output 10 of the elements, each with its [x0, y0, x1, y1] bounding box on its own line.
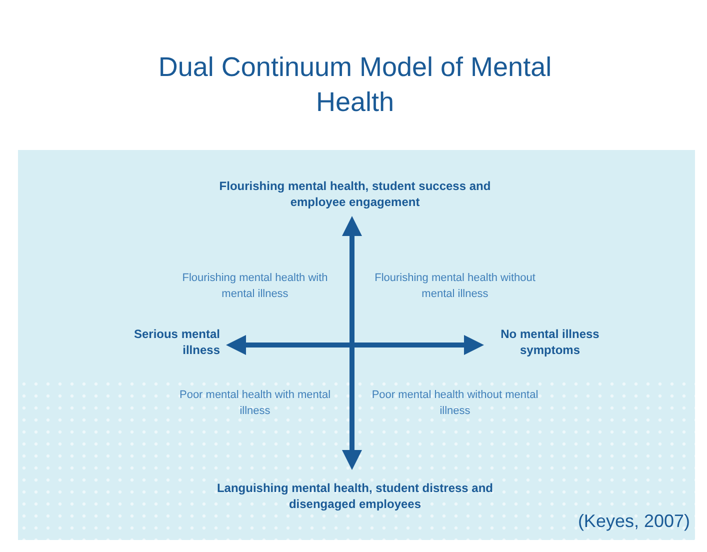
title: Dual Continuum Model of Mental Health	[157, 51, 553, 119]
citation: (Keyes, 2007)	[576, 510, 690, 532]
axis-label: No mental illness symptoms	[500, 326, 600, 358]
axis-label: Serious mental illness	[132, 326, 220, 358]
axis-label: Flourishing mental health, student success and employee engagement	[218, 178, 492, 210]
quadrant-label: Flourishing mental health with mental illness	[181, 271, 329, 302]
quadrant-label: Poor mental health with mental illness	[178, 388, 332, 419]
quadrant-label: Flourishing mental health without mental illness	[374, 271, 536, 302]
quadrant-label: Poor mental health without mental illness	[370, 388, 540, 419]
axis-label: Languishing mental health, student distress and disengaged employees	[216, 480, 494, 512]
